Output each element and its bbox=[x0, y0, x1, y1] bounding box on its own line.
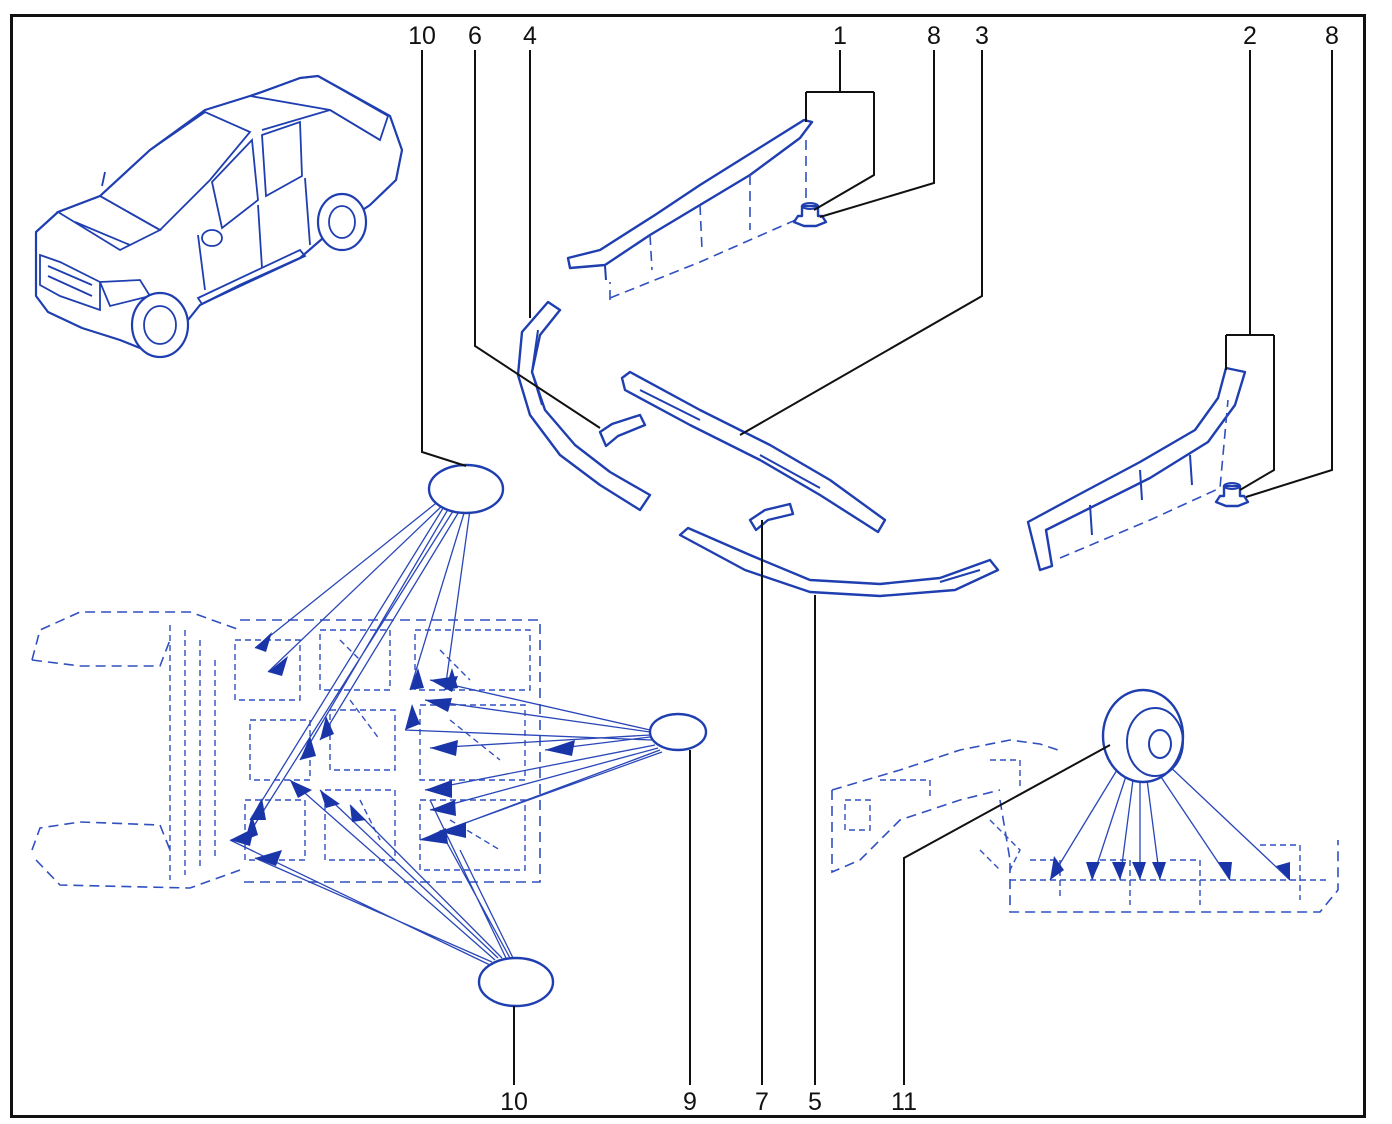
part-5-sill-moulding bbox=[678, 526, 1000, 598]
leader-lines bbox=[421, 50, 1333, 1085]
callout-3: 3 bbox=[975, 22, 989, 50]
part-4-front-fender-moulding bbox=[516, 300, 652, 512]
callout-numbers: 10 6 4 1 8 3 2 8 10 9 7 5 11 bbox=[408, 22, 1339, 1116]
part-7-small-moulding bbox=[748, 502, 795, 532]
vehicle-floor-plan bbox=[31, 611, 541, 889]
underbody-side-view bbox=[831, 739, 1339, 913]
part-1-front-arch-moulding bbox=[566, 118, 814, 300]
part-8-clip-top bbox=[792, 202, 828, 228]
callout-5: 5 bbox=[808, 1088, 822, 1116]
bubble-10-bottom bbox=[229, 779, 555, 1008]
underbody-arrowheads bbox=[1050, 856, 1290, 880]
pickup-truck-illustration bbox=[34, 74, 404, 359]
bubble-10-top bbox=[244, 463, 505, 841]
bubble-11-tape-roll bbox=[1049, 688, 1291, 881]
callout-6: 6 bbox=[468, 22, 482, 50]
callout-1: 1 bbox=[833, 22, 847, 50]
part-3-door-moulding bbox=[620, 370, 887, 534]
part-6-small-moulding bbox=[598, 413, 647, 448]
floor-plan-arrowheads bbox=[230, 632, 575, 866]
callout-11: 11 bbox=[891, 1088, 917, 1116]
callout-9: 9 bbox=[683, 1088, 697, 1116]
callout-8-top: 8 bbox=[927, 22, 941, 50]
callout-7: 7 bbox=[755, 1088, 769, 1116]
callout-8-right: 8 bbox=[1325, 22, 1339, 50]
part-8-clip-right bbox=[1214, 482, 1250, 508]
part-2-rear-arch-moulding bbox=[1026, 366, 1247, 572]
bubble-9 bbox=[404, 679, 708, 841]
diagram-frame bbox=[10, 14, 1366, 1118]
callout-10-top: 10 bbox=[408, 22, 436, 50]
callout-10-bottom: 10 bbox=[500, 1088, 528, 1116]
callout-4: 4 bbox=[523, 22, 537, 50]
callout-2: 2 bbox=[1243, 22, 1257, 50]
